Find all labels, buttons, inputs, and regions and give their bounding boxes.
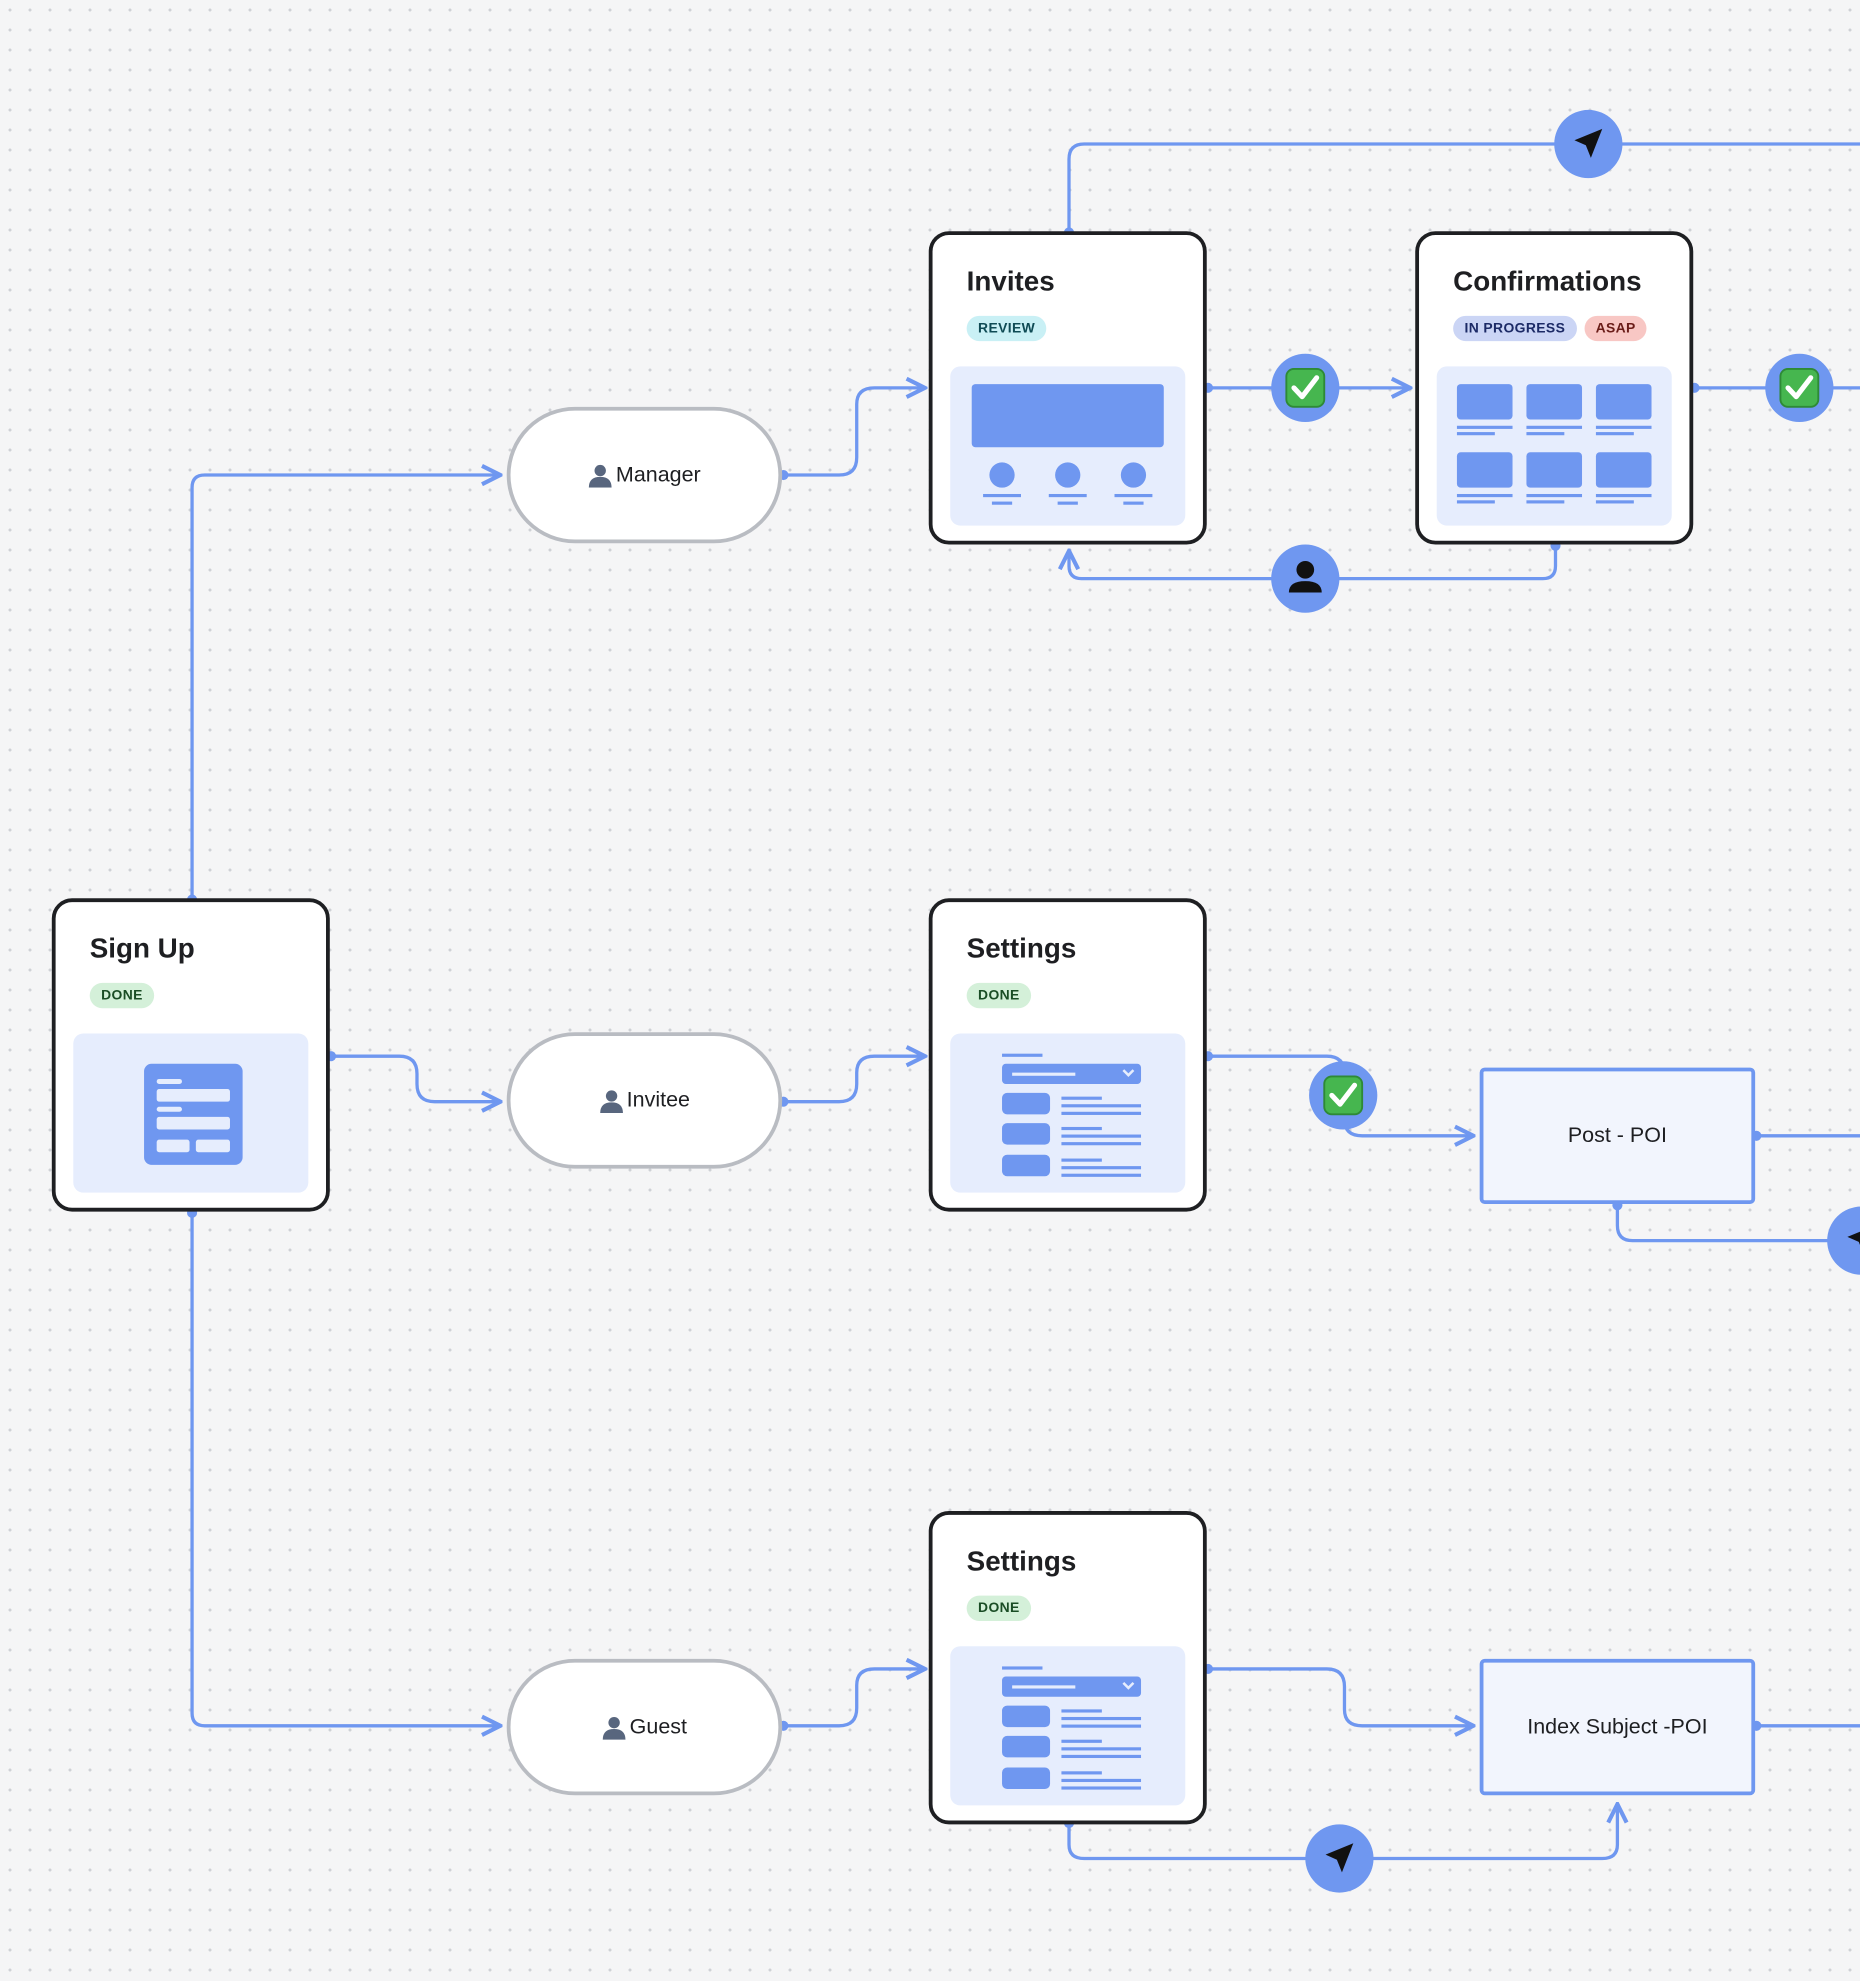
list-preview-icon (950, 366, 1186, 526)
node-title: Sign Up (89, 932, 195, 964)
connector-invites-top (1067, 142, 1860, 235)
connector-signup-invitee (329, 1054, 500, 1101)
node-invites[interactable]: Invites REVIEW (928, 231, 1207, 545)
send-icon[interactable] (1305, 1824, 1374, 1893)
node-label: Index Subject -POI (1527, 1714, 1708, 1739)
node-settings-invitee[interactable]: Settings DONE (928, 898, 1207, 1212)
settings-preview-icon (950, 1646, 1186, 1806)
node-label: Manager (615, 462, 701, 487)
send-icon[interactable] (1827, 1206, 1860, 1275)
person-icon (589, 464, 613, 488)
node-sign-up[interactable]: Sign Up DONE (51, 898, 330, 1212)
node-manager[interactable]: Manager (506, 406, 783, 544)
person-icon (600, 1090, 623, 1114)
node-title: Confirmations (1453, 265, 1642, 297)
node-label: Post - POI (1567, 1123, 1667, 1148)
node-title: Invites (966, 265, 1055, 297)
connector-invitee-settings (781, 1056, 925, 1104)
node-title: Settings (966, 932, 1077, 964)
priority-badge: ASAP (1584, 315, 1648, 342)
connector-guest-settings (781, 1669, 925, 1728)
settings-preview-icon (950, 1033, 1186, 1193)
status-badge: DONE (966, 1595, 1032, 1621)
check-icon[interactable] (1271, 353, 1340, 422)
status-badge: DONE (966, 982, 1032, 1009)
node-settings-guest[interactable]: Settings DONE (928, 1511, 1207, 1825)
check-icon[interactable] (1309, 1061, 1378, 1130)
connector-signup-manager (190, 475, 500, 902)
node-invitee[interactable]: Invitee (506, 1032, 783, 1169)
node-index-subject-poi[interactable]: Index Subject -POI (1479, 1658, 1756, 1796)
connector-manager-invites (781, 388, 925, 477)
connector-settings-index (1206, 1667, 1473, 1726)
status-badge: REVIEW (966, 315, 1047, 342)
form-preview-icon (73, 1033, 309, 1193)
node-label: Guest (629, 1714, 687, 1739)
connector-post-bottom (1615, 1203, 1860, 1243)
node-confirmations[interactable]: Confirmations IN PROGRESS ASAP (1415, 231, 1694, 545)
node-title: Settings (966, 1545, 1077, 1577)
status-badge: DONE (89, 982, 155, 1009)
node-post-poi[interactable]: Post - POI (1479, 1067, 1756, 1205)
node-label: Invitee (626, 1087, 690, 1112)
check-icon[interactable] (1765, 353, 1834, 422)
send-icon[interactable] (1554, 109, 1623, 179)
node-guest[interactable]: Guest (506, 1658, 783, 1796)
status-badge: IN PROGRESS (1453, 315, 1577, 342)
grid-preview-icon (1436, 366, 1672, 526)
user-icon[interactable] (1271, 544, 1340, 613)
connector-signup-guest (190, 1211, 500, 1726)
person-icon (603, 1716, 626, 1740)
